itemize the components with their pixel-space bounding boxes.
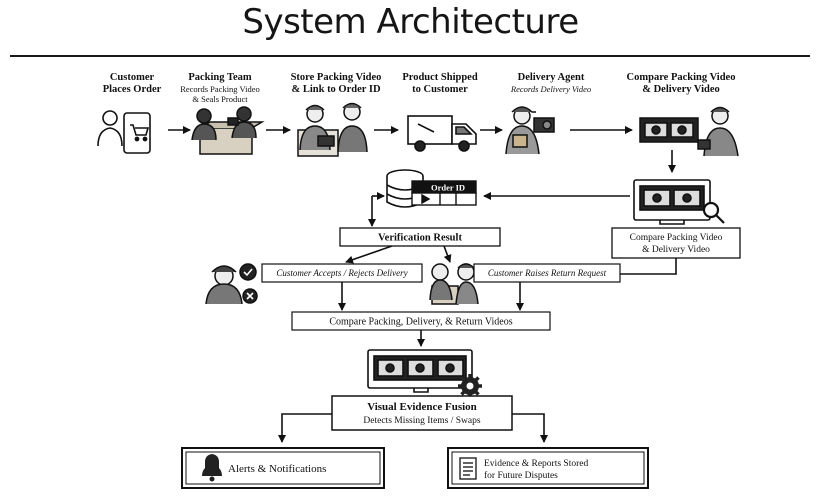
magnifier-icon bbox=[702, 201, 725, 224]
step-packing-line1: Packing Team bbox=[188, 72, 252, 83]
fusion-box bbox=[331, 395, 513, 431]
step-compare-label: Compare Packing Video & Delivery Video bbox=[616, 72, 746, 96]
evidence-line2: for Future Disputes bbox=[484, 470, 558, 481]
alerts-label: Alerts & Notifications bbox=[228, 463, 326, 475]
compare-to-return-link bbox=[620, 258, 677, 275]
step-delivery-line1: Delivery Agent bbox=[517, 72, 585, 83]
title-divider bbox=[10, 55, 810, 57]
step-shipped-label: Product Shipped to Customer bbox=[394, 72, 486, 96]
fusion-subtitle: Detects Missing Items / Swaps bbox=[363, 416, 480, 426]
to-compare-all-arrows bbox=[338, 282, 524, 311]
video-storage-workers-icon bbox=[297, 102, 368, 157]
compare-all-label: Compare Packing, Delivery, & Return Vide… bbox=[329, 317, 512, 328]
db-verification-link bbox=[368, 192, 385, 227]
step-compare-line2: & Delivery Video bbox=[642, 84, 720, 95]
fusion-monitor-icon bbox=[367, 349, 473, 393]
customer-accepts-label: Customer Accepts / Rejects Delivery bbox=[276, 268, 407, 278]
step-packing-sub2: & Seals Product bbox=[192, 94, 248, 104]
customer-return-label: Customer Raises Return Request bbox=[488, 268, 607, 278]
step-delivery-label: Delivery Agent Records Delivery Video bbox=[494, 72, 608, 94]
verification-branch-arrows bbox=[345, 245, 452, 264]
step-store-line1: Store Packing Video bbox=[290, 72, 382, 83]
step-store-line2: & Link to Order ID bbox=[291, 84, 381, 95]
fusion-title: Visual Evidence Fusion bbox=[367, 401, 477, 413]
step-packing-sub: Records Packing Video bbox=[180, 84, 260, 94]
document-icon bbox=[459, 457, 477, 480]
gear-icon bbox=[458, 374, 482, 398]
fusion-output-arrows bbox=[278, 413, 548, 443]
diagram-title: System Architecture bbox=[242, 2, 579, 42]
customer-return-icon bbox=[429, 263, 479, 305]
step-customer-line1: Customer bbox=[109, 72, 155, 83]
step-delivery-sub: Records Delivery Video bbox=[510, 84, 592, 94]
step-compare-line1: Compare Packing Video bbox=[626, 72, 736, 83]
step-shipped-line2: to Customer bbox=[412, 84, 468, 95]
top-flow-arrows bbox=[168, 126, 676, 173]
evidence-box-inner bbox=[451, 451, 645, 485]
verification-label: Verification Result bbox=[378, 233, 462, 244]
order-id-tag: Order ID bbox=[431, 183, 465, 193]
compare-monitor-icon bbox=[633, 179, 711, 225]
step-store-label: Store Packing Video & Link to Order ID bbox=[280, 72, 392, 96]
compare-box-line2: & Delivery Video bbox=[642, 245, 710, 255]
verification-box bbox=[339, 227, 501, 247]
packing-team-icon bbox=[191, 106, 265, 155]
step-customer-line2: Places Order bbox=[102, 84, 162, 95]
bell-icon bbox=[202, 454, 222, 482]
step-shipped-line1: Product Shipped bbox=[402, 72, 478, 83]
customer-accept-reject-icon bbox=[205, 263, 258, 305]
compare-film-worker-icon bbox=[639, 106, 739, 157]
delivery-agent-camera-icon bbox=[505, 106, 555, 155]
step-customer-label: Customer Places Order bbox=[92, 72, 172, 96]
evidence-box bbox=[447, 447, 649, 489]
compare-box-line1: Compare Packing Video bbox=[630, 233, 723, 243]
alerts-box-inner bbox=[185, 451, 381, 485]
order-id-film-icon bbox=[411, 180, 477, 206]
customer-phone-icon bbox=[97, 110, 151, 154]
step-packing-label: Packing Team Records Packing Video & Sea… bbox=[168, 72, 272, 104]
delivery-truck-icon bbox=[407, 115, 477, 152]
evidence-line1: Evidence & Reports Stored bbox=[484, 459, 588, 469]
customer-return-box bbox=[473, 263, 621, 283]
